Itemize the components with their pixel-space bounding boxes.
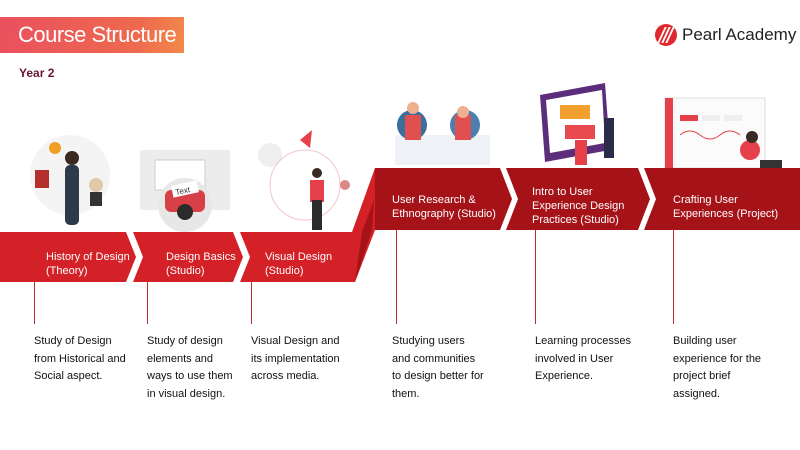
connector-line bbox=[147, 282, 148, 324]
ux-practices-illustration bbox=[540, 83, 614, 165]
page-title: Course Structure bbox=[18, 22, 177, 47]
crafting-ux-illustration bbox=[664, 97, 782, 170]
illustration-text: Text bbox=[175, 185, 192, 197]
connector-line bbox=[251, 282, 252, 324]
year-label: Year 2 bbox=[19, 66, 55, 80]
stage-visual-design: Visual Design(Studio) bbox=[265, 251, 333, 277]
stage-history-of-design: History of Design(Theory) bbox=[46, 251, 130, 277]
connector-line bbox=[535, 230, 536, 324]
chevron-separators bbox=[126, 168, 656, 282]
brand-logo: Pearl Academy bbox=[655, 24, 796, 46]
history-illustration bbox=[30, 135, 110, 225]
design-basics-illustration: Text bbox=[140, 150, 230, 232]
connector-line bbox=[396, 230, 397, 324]
stage-design-basics: Design Basics(Studio) bbox=[166, 251, 236, 277]
title-banner: Course Structure bbox=[0, 17, 184, 53]
visual-design-illustration bbox=[258, 130, 350, 230]
connector-line bbox=[34, 282, 35, 324]
pearl-logo-icon bbox=[655, 24, 677, 46]
connector-line bbox=[673, 230, 674, 324]
user-research-illustration bbox=[395, 102, 490, 165]
stage-user-research: User Research &Ethnography (Studio) bbox=[392, 194, 496, 220]
brand-name: Pearl Academy bbox=[682, 25, 797, 44]
